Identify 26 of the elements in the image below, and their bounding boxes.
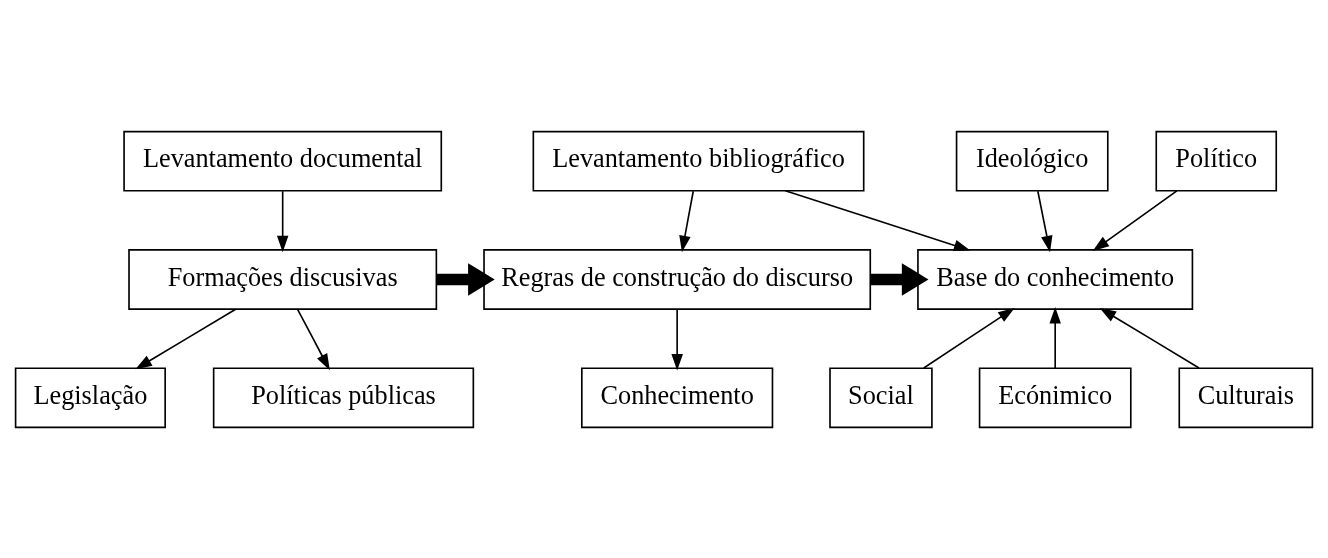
node-box: Político (1155, 130, 1278, 192)
node-box: Conhecimento (581, 366, 774, 428)
arrow (671, 308, 683, 371)
arrow (135, 307, 237, 369)
node-box: Base do conhecimento (917, 248, 1194, 310)
arrow (436, 262, 495, 296)
node-box: Legislação (14, 366, 166, 428)
arrow (784, 189, 971, 251)
node-box: Culturais (1178, 366, 1314, 428)
arrow (1099, 307, 1200, 369)
arrow (1092, 189, 1178, 251)
arrow (1049, 306, 1061, 369)
node-box: Levantamento documental (123, 130, 443, 192)
node-box: Ecónimico (978, 366, 1132, 428)
arrow (1037, 189, 1053, 252)
node-box: Social (829, 366, 933, 428)
node-box: Ideológico (955, 130, 1109, 192)
arrow (276, 189, 289, 252)
node-box: Regras de construção do discurso (483, 248, 872, 310)
arrow (679, 189, 695, 252)
node-box: Formações discusivas (128, 248, 438, 310)
arrow (870, 262, 929, 296)
node-box: Políticas públicas (212, 366, 475, 428)
node-box: Levantamento bibliográfico (532, 130, 865, 192)
arrow (922, 307, 1015, 369)
arrow (296, 308, 330, 370)
